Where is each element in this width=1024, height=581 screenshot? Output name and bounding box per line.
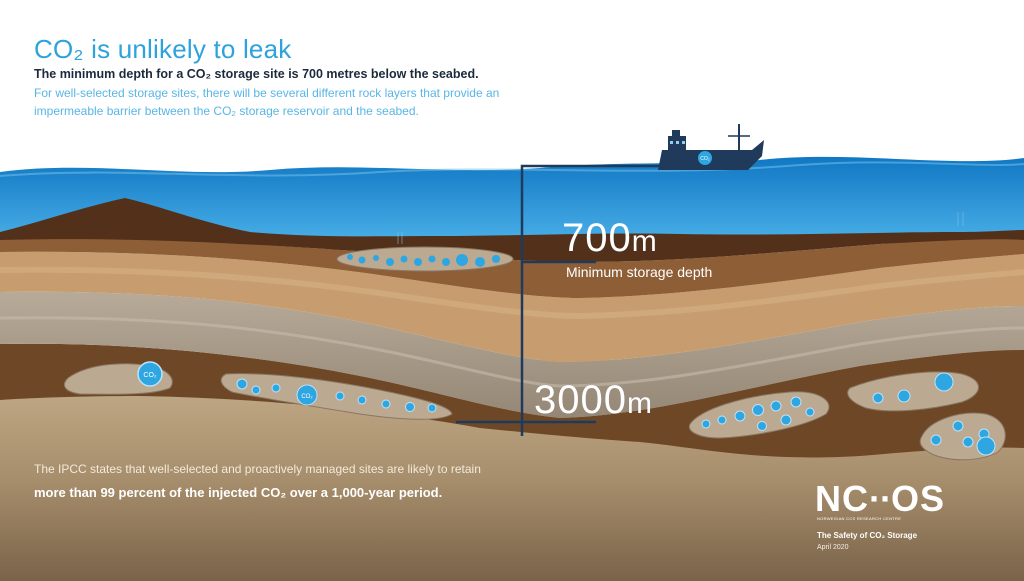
page-subtitle: The minimum depth for a CO₂ storage site… (34, 67, 479, 81)
depth-3000-value: 3000 (534, 378, 627, 422)
sea-highlight (0, 161, 1024, 177)
description-line-1: For well-selected storage sites, there w… (34, 86, 500, 100)
shallow-bubbles (347, 254, 500, 267)
deep-bubbles-center-left (236, 378, 437, 413)
mid-brown-layer (0, 234, 1024, 298)
shallow-co2-pocket (336, 246, 514, 272)
ipcc-statement-line-2: more than 99 percent of the injected CO₂… (34, 485, 443, 500)
seabed-layer (0, 198, 1024, 262)
deep-bubbles-center-right (701, 396, 815, 431)
minimum-storage-depth-label: Minimum storage depth (566, 264, 713, 280)
deep-bubbles-right-lower (930, 420, 996, 456)
depth-3000-unit: m (626, 387, 653, 420)
depth-700-label: 700m (562, 216, 658, 261)
depth-700-value: 700 (562, 216, 632, 260)
caprock-layer (0, 291, 1024, 418)
caprock-line (0, 316, 1024, 388)
nccs-logo: NC∙∙OS (815, 478, 946, 519)
depth-3000-label: 3000m (534, 378, 653, 423)
sea (0, 156, 1024, 240)
co2-bubble-large (137, 361, 163, 387)
nccs-logo-subtext: NORWEGIAN CCS RESEARCH CENTRE (817, 516, 902, 521)
injection-well-pipe (520, 164, 660, 436)
co2-bubble-label: CO₂ (143, 372, 157, 379)
report-date: April 2020 (817, 544, 849, 551)
page-title: CO₂ is unlikely to leak (34, 34, 292, 64)
report-title: The Safety of CO₂ Storage (817, 531, 918, 540)
deep-bubbles-right-upper (872, 372, 954, 404)
co2-bubble-glyph: CO₂ (301, 394, 313, 400)
ship-icon (658, 124, 764, 170)
description-line-2: impermeable barrier between the CO₂ stor… (34, 104, 419, 118)
sand-layer-stripe (0, 266, 1024, 320)
sea-marks (397, 212, 964, 244)
ship-co2-label: CO₂ (700, 156, 710, 162)
ipcc-statement-line-1: The IPCC states that well-selected and p… (34, 462, 481, 476)
depth-700-unit: m (631, 225, 658, 258)
